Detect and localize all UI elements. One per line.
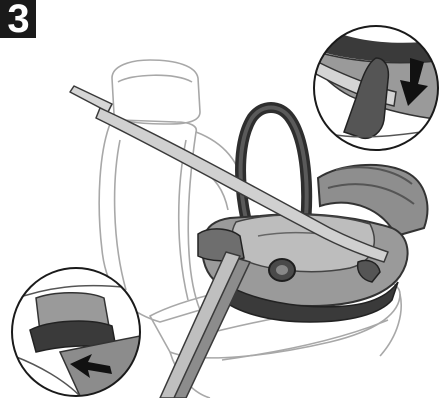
seat-headrest — [112, 60, 200, 124]
detail-circle-lap-guide — [12, 261, 140, 396]
detail-circle-belt-hook — [310, 20, 446, 150]
